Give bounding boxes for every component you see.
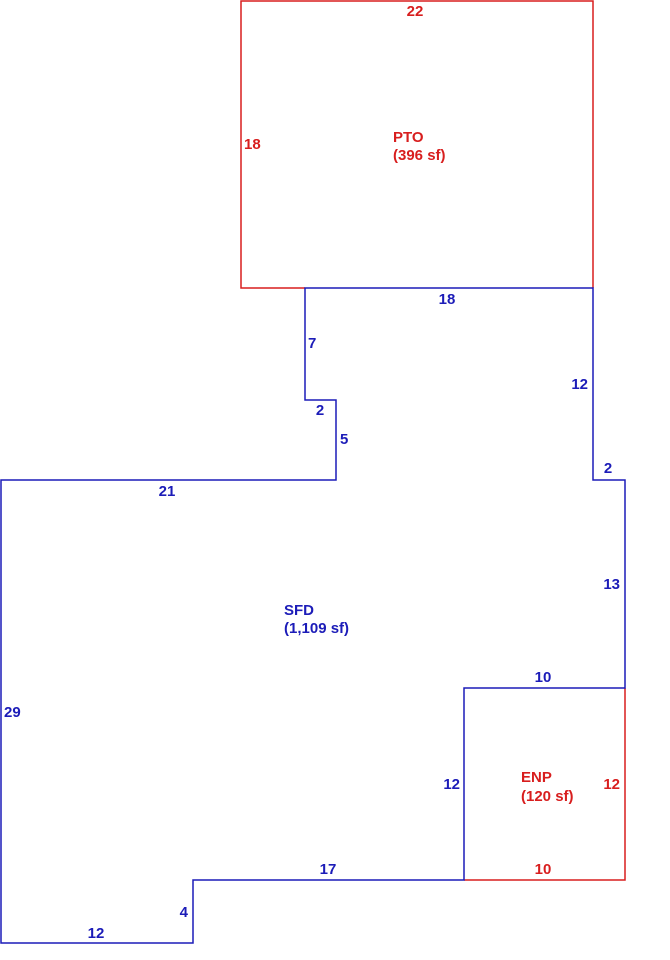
dim-sfd-right-upper: 12 <box>571 376 588 393</box>
pto-outline <box>240 0 594 289</box>
dim-sfd-left: 29 <box>4 704 21 721</box>
dim-sfd-jog: 2 <box>604 460 612 477</box>
dim-sfd-top: 18 <box>439 291 456 308</box>
dim-sfd-bottom-right: 17 <box>320 861 337 878</box>
pto-area-code: PTO <box>393 129 424 146</box>
sfd-area-code: SFD <box>284 602 314 619</box>
dim-pto-top: 22 <box>407 3 424 20</box>
pto-area-size: (396 sf) <box>393 147 446 164</box>
enp-area-code: ENP <box>521 769 552 786</box>
dim-sfd-notch: 4 <box>180 904 189 921</box>
dim-enp-top: 10 <box>535 669 552 686</box>
dim-enp-left: 12 <box>443 776 460 793</box>
enp-area-size: (120 sf) <box>521 788 574 805</box>
dim-sfd-step-b: 2 <box>316 402 324 419</box>
sfd-outline <box>0 287 626 944</box>
dim-pto-left: 18 <box>244 136 261 153</box>
dim-sfd-left-top: 21 <box>159 483 176 500</box>
dim-sfd-step-c: 5 <box>340 431 348 448</box>
dim-enp-right: 12 <box>603 776 620 793</box>
sfd-area-size: (1,109 sf) <box>284 620 349 637</box>
dim-sfd-right-lower: 13 <box>603 576 620 593</box>
enp-outline <box>464 688 626 881</box>
dim-sfd-bottom-left: 12 <box>88 925 105 942</box>
dim-sfd-step-a: 7 <box>308 335 316 352</box>
dim-enp-bottom: 10 <box>535 861 552 878</box>
